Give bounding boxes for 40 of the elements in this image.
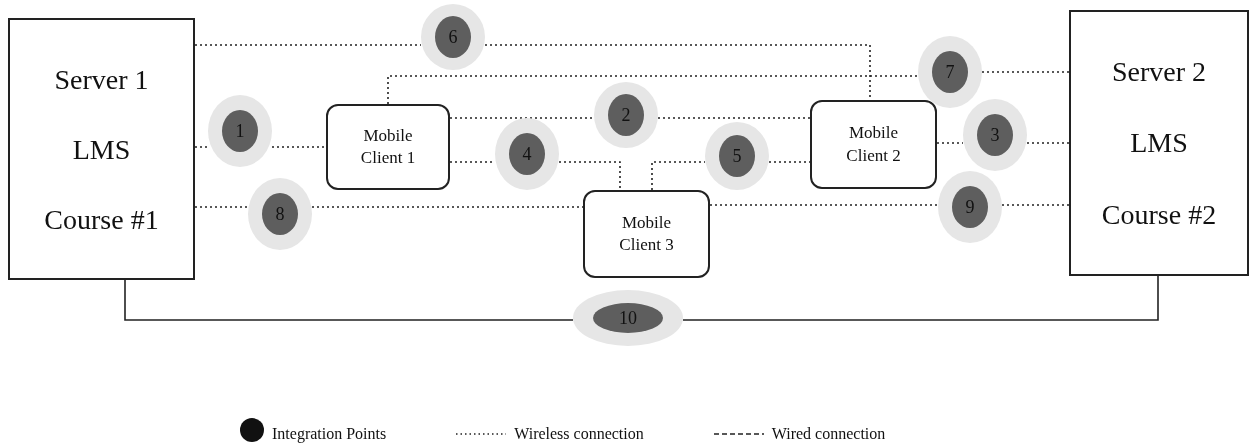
server-label: LMS <box>72 132 131 167</box>
point-number: 8 <box>262 193 298 235</box>
wireless-connection-line <box>981 71 1070 73</box>
point-number: 4 <box>509 133 545 175</box>
mobile-client-box <box>810 100 937 189</box>
server-box <box>8 18 195 280</box>
wireless-connection-line <box>1026 142 1070 144</box>
point-number: 10 <box>593 303 663 333</box>
server-label: Server 1 <box>54 62 149 97</box>
wireless-connection-line <box>387 75 919 105</box>
wireless-connection-line <box>558 161 621 191</box>
point-number: 5 <box>719 135 755 177</box>
legend-label: Wired connection <box>771 426 886 442</box>
point-number: 1 <box>222 110 258 152</box>
client-label: Mobile Client 2 <box>845 122 902 167</box>
point-number: 3 <box>977 114 1013 156</box>
server-label: Course #1 <box>44 202 159 237</box>
client-label: Mobile Client 3 <box>618 211 675 256</box>
wireless-connection-line <box>271 146 327 148</box>
client-label: Mobile Client 1 <box>359 124 417 169</box>
server-label: Course #2 <box>1101 197 1217 232</box>
legend-label: Wireless connection <box>514 426 644 442</box>
point-number: 2 <box>608 94 644 136</box>
wireless-connection-line <box>657 117 811 119</box>
server-label: Server 2 <box>1111 55 1207 90</box>
server-label: LMS <box>1130 126 1188 161</box>
wireless-connection-line <box>709 204 939 206</box>
point-number: 7 <box>932 51 968 93</box>
legend-label: Integration Points <box>272 426 387 442</box>
wireless-connection-line <box>449 117 595 119</box>
server-box <box>1069 10 1249 276</box>
mobile-client-box <box>326 104 450 190</box>
integration-point-marker <box>963 99 1027 171</box>
wireless-connection-line <box>1001 204 1070 206</box>
point-number: 9 <box>952 186 988 228</box>
mobile-client-box <box>583 190 710 278</box>
wired-connection-line <box>124 279 574 321</box>
wireless-connection-line <box>194 146 209 148</box>
point-number: 6 <box>435 16 471 58</box>
wired-connection-line <box>682 275 1159 321</box>
